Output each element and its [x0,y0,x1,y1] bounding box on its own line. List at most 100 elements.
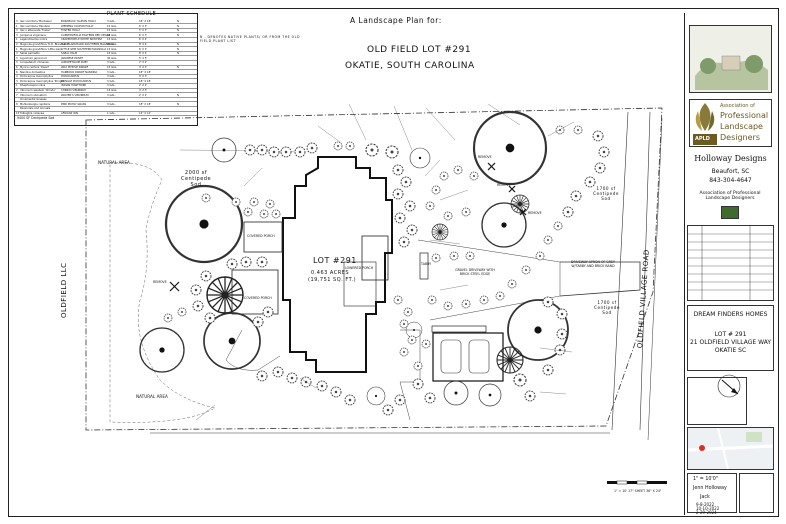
remove-label-4: REMOVE [528,211,542,215]
company-phone: 843-304-4647 [709,177,752,184]
schedule-cell: LOROPETALUM RUBY [61,61,88,65]
schedule-cell: WALTER'S VIBURNUM [61,93,89,97]
schedule-cell: LITTLE GEM SOUTHERN MAGNOLIA [61,47,107,51]
sod-label-2: 1700 sf Centipede Sod [593,186,619,201]
schedule-cell: N [177,24,179,28]
schedule-cell: Ilex vomitoria 'Pendula' [20,24,51,28]
map-graphic [687,427,774,470]
schedule-cell: 2' X 2' [139,61,148,65]
schedule-cell: 3 GAL. [107,93,116,97]
schedule-cell: Ornamental Grasses [20,98,47,102]
shrub-symbol [295,147,305,157]
shrub-symbol [442,210,454,222]
schedule-cell: 3 GAL. [107,102,116,106]
shrub-symbol [425,393,435,403]
schedule-cell: Magnolia grandiflora 'Little Gem' [20,47,63,51]
shrub-symbol [412,360,424,372]
schedule-cell: Magnolia grandiflora 'D.D. Blanchard' [20,43,69,46]
schedule-cell: 18" X 18" [139,20,152,23]
schedule-cell: Muhlenbergia capillaris [20,102,51,106]
schedule-cell: 3 [16,52,18,56]
schedule-cell: 3 GAL. [107,61,116,65]
gravel-driveway: GRAVEL DRIVEWAY WITH BRICK STEEL EDGE [455,268,495,276]
schedule-cell: 2 [16,43,18,46]
shrub-symbol [420,338,432,350]
revision-grid [688,226,773,300]
shrub-symbol [200,192,212,204]
schedule-cell: Ilex vomitoria 'Bordeaux' [20,20,53,23]
shrub-symbol [395,395,405,405]
header-line3: OKATIE, SOUTH CAROLINA [345,61,475,71]
shrub-symbol [494,290,506,302]
schedule-cell: Loropetalum chinense [20,61,49,65]
shrub-symbol [241,257,251,267]
shrub-symbol [534,250,546,262]
shrub-symbol [393,189,403,199]
schedule-cell: N [177,29,179,33]
tabby-label: TABBY [421,262,432,266]
shrub-symbol [245,145,255,155]
schedule-cell: Viburnum obovatum [20,93,47,97]
lowered-porch: LOWERED PORCH [345,266,374,270]
schedule-cell: 15 GAL. [107,38,118,42]
client-address: 21 OLDFIELD VILLAGE WAY [689,339,772,346]
schedule-cell: N [177,20,179,23]
remove-label-2: REMOVE [478,155,492,159]
sod-note: 9400 SF Centipede Sod [17,116,55,120]
schedule-cell: Perennials and Annuals [20,107,51,111]
info-box: 1" = 10'0" Jenn Holloway Jack 9-8-2022 1… [687,473,737,515]
shrub-symbol [395,213,405,223]
lot-sqft: (19,751 SQ. FT.) [308,277,357,283]
shrub-symbol [402,306,414,318]
schedule-cell: 15 [16,112,20,115]
assoc-logo-1: Association of [720,103,755,109]
schedule-cell: 6' X 3' [139,47,148,51]
schedule-cell: 4' X 3' [139,89,148,92]
shrub-symbol [442,300,454,312]
schedule-cell: 15 GAL. [107,52,118,56]
schedule-cell: 2 [16,89,18,92]
remove-label-1: REMOVE [153,280,167,284]
shrub-symbol [464,250,476,262]
shrub-symbol [386,146,398,158]
assoc-logo-4: Designers [720,133,760,142]
shrub-symbol [542,234,554,246]
schedule-cell: 3' X 3' [139,66,148,69]
leaf-icon [693,103,717,145]
schedule-cell: Sabal palmetto [20,52,40,56]
covered-porch-1: COVERED PORCH [247,234,275,238]
shrub-symbol [514,374,526,386]
shrub-symbol [401,177,411,187]
shrub-symbol [257,145,267,155]
schedule-cell: D.D. BLANCHARD SOUTHERN MAGNOLIA [61,43,114,46]
oldfield-llc: OLDFIELD LLC [60,262,68,318]
client-city: OKATIE SC [714,347,747,354]
assoc-logo-2: Professional [720,111,769,120]
schedule-cell: SABAL PALM [61,52,78,56]
schedule-cell: 12" X 12" [139,112,152,115]
shrub-symbol [301,377,311,387]
lot-label: LOT #291 [313,256,357,265]
sheet-number-box [739,473,774,513]
schedule-cell: 3 GAL. [107,84,116,88]
location-map [687,427,774,470]
schedule-cell: N [177,47,179,51]
natural-area-1: NATURAL AREA [98,160,130,165]
schedule-row: Perennials and Annuals [15,107,197,112]
schedule-cell: Ilex x attenuata 'Foster' [20,29,51,33]
shrub-symbol [205,313,215,323]
schedule-cell: WEEPING YAUPON HOLLY [61,24,94,28]
tb-drawn: Jack [700,495,710,500]
shrub-symbol [257,257,267,267]
schedule-cell: Tulbaghia violacea [20,112,44,115]
schedule-cell: 18" X 18" [139,79,152,83]
shrub-symbol [478,294,490,306]
schedule-cell: 6 [16,70,18,74]
